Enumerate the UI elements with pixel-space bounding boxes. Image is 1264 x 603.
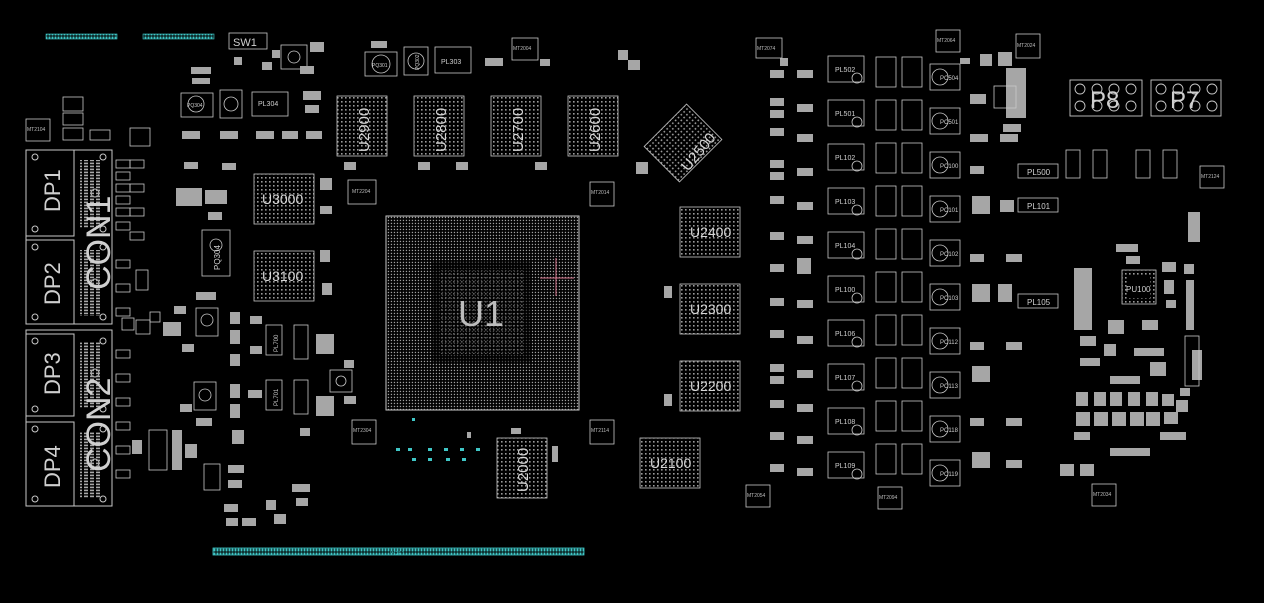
vrm-mosfets [875, 56, 923, 475]
dp2-label: DP2 [40, 262, 65, 305]
mt2094-label: MT2094 [879, 495, 898, 501]
pc113-label: PC113 [940, 384, 959, 390]
vrm-left-pads [770, 58, 813, 476]
u2000-label: U2000 [515, 448, 532, 492]
right-edge-ic [1184, 335, 1200, 387]
pl108-label: PL108 [835, 419, 855, 426]
pc501-label: PC501 [940, 120, 959, 126]
u3100-label: U3100 [262, 268, 303, 284]
mt2054-label: MT2054 [747, 493, 766, 499]
u2800-label: U2800 [433, 108, 450, 152]
pc101-label: PC101 [940, 208, 959, 214]
vrm-output-caps [929, 63, 961, 487]
power-connectors [1069, 79, 1222, 117]
small-pads-left [132, 41, 550, 526]
u2900-label: U2900 [356, 108, 373, 152]
edge-strip-right [142, 33, 215, 40]
pl502-label: PL502 [835, 67, 855, 74]
mt2204-label: MT2204 [352, 189, 371, 195]
pu100-core [1128, 276, 1150, 298]
con1-label: CON1 [80, 196, 118, 290]
u2200-label: U2200 [690, 378, 731, 394]
u2700-label: U2700 [510, 108, 527, 152]
right-inductors [1017, 149, 1178, 309]
pc103-label: PC103 [940, 296, 959, 302]
pl106-label: PL106 [835, 331, 855, 338]
vrm-caps [851, 72, 863, 480]
pc100-label: PC100 [940, 164, 959, 170]
mt2004-label: MT2004 [513, 46, 532, 52]
pq301-label: PQ301 [372, 63, 388, 69]
pl100-label: PL100 [835, 287, 855, 294]
vrm-mounting-holes [745, 29, 1225, 510]
dp3-label: DP3 [40, 352, 65, 395]
u1-test-points [396, 418, 480, 461]
u2600-label: U2600 [587, 108, 604, 152]
left-center-parts [148, 32, 615, 491]
pl105-label: PL105 [1027, 298, 1051, 307]
pl303-label: PL303 [441, 59, 461, 66]
edge-strip-left [45, 33, 118, 40]
u3000-label: U3000 [262, 191, 303, 207]
pcie-edge-connector [212, 547, 585, 556]
u1-pin1-marker [540, 258, 574, 296]
mt2074-label: MT2074 [757, 46, 776, 52]
mt2024-label: MT2024 [1017, 43, 1036, 49]
dp-connectors [25, 149, 113, 507]
dp-pin-rows [80, 160, 100, 498]
pc504-label: PC504 [940, 76, 959, 82]
pl107-label: PL107 [835, 375, 855, 382]
p7-label: P7 [1170, 87, 1199, 114]
p8-label: P8 [1090, 87, 1119, 114]
dp4-label: DP4 [40, 445, 65, 488]
vrm-controller-ic [993, 85, 1017, 109]
lower-right-passives [1060, 244, 1202, 476]
pq304b-label: PQ304 [213, 245, 222, 270]
mt2034-label: MT2034 [1093, 492, 1112, 498]
pl700-label: PL700 [274, 334, 280, 352]
mt2114-label: MT2114 [591, 428, 609, 434]
vrm-inductors [827, 55, 865, 479]
pc118-label: PC118 [940, 428, 959, 434]
connector-passives [25, 96, 161, 479]
mt2104-label: MT2104 [27, 127, 46, 133]
dp1-label: DP1 [40, 169, 65, 212]
pl104-label: PL104 [835, 243, 855, 250]
pl701-label: PL701 [274, 388, 280, 406]
u1-label: U1 [458, 293, 504, 334]
sw1-label: SW1 [233, 37, 257, 49]
pl101-label: PL101 [1027, 202, 1051, 211]
memory-chips [253, 95, 741, 499]
pl103-label: PL103 [835, 199, 855, 206]
mt2014-label: MT2014 [591, 190, 610, 196]
u2400-label: U2400 [690, 224, 731, 240]
vrm-right-pads [960, 52, 1200, 468]
mt2064-label: MT2064 [937, 38, 956, 44]
pl304-label: PL304 [258, 101, 278, 108]
pl102-label: PL102 [835, 155, 855, 162]
gpu-u1-core-balls [440, 270, 524, 354]
pc119-label: PC119 [940, 472, 959, 478]
pq302-label: PQ302 [415, 54, 421, 70]
pl500-label: PL500 [1027, 168, 1051, 177]
u2300-label: U2300 [690, 301, 731, 317]
memory-side-pads [320, 50, 672, 462]
pc112-label: PC112 [940, 340, 959, 346]
pu100-label: PU100 [1126, 285, 1151, 294]
mt2124-label: MT2124 [1201, 174, 1220, 180]
u2100-label: U2100 [650, 455, 691, 471]
pc102-label: PC102 [940, 252, 959, 258]
con2-label: CON2 [80, 378, 118, 472]
mt2304-label: MT2304 [353, 428, 372, 434]
pcie-label: PCIE1 [390, 551, 405, 557]
pq304-label: PQ304 [187, 103, 203, 109]
pl109-label: PL109 [835, 463, 855, 470]
pl501-label: PL501 [835, 111, 855, 118]
